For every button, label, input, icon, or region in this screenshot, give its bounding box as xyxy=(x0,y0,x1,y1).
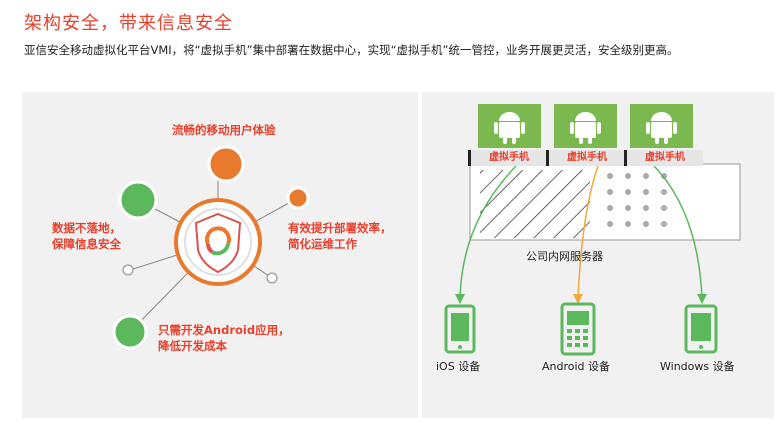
vm-label-2: 虚拟手机 xyxy=(546,150,625,166)
server-dots xyxy=(607,173,667,227)
page-title: 架构安全，带来信息安全 xyxy=(24,13,233,34)
benefit-dev-cost-line1: 只需开发Android应用， xyxy=(158,323,290,337)
benefit-dev-cost-line2: 降低开发成本 xyxy=(158,339,227,353)
benefit-dev-cost: 只需开发Android应用， 降低开发成本 xyxy=(158,322,290,354)
benefit-user-experience: 流畅的移动用户体验 xyxy=(172,123,276,137)
node-right xyxy=(286,186,310,210)
node-bottom xyxy=(112,314,148,350)
windows-device-icon xyxy=(684,304,718,354)
node-left-small xyxy=(122,264,134,276)
benefit-data-security-line2: 保障信息安全 xyxy=(52,237,121,251)
android-icon xyxy=(478,104,541,148)
device-label-windows: Windows 设备 xyxy=(660,360,735,373)
node-left xyxy=(118,180,158,220)
device-label-ios: iOS 设备 xyxy=(436,360,481,373)
android-device-icon xyxy=(560,302,596,356)
android-icon xyxy=(630,104,693,148)
architecture-diagram xyxy=(444,163,741,356)
benefit-data-security: 数据不落地， 保障信息安全 xyxy=(52,220,121,252)
page-description: 亚信安全移动虚拟化平台VMI，将“虚拟手机”集中部署在数据中心，实现“虚拟手机”… xyxy=(24,43,679,57)
benefit-deployment-line1: 有效提升部署效率， xyxy=(288,221,392,235)
benefits-diagram xyxy=(112,145,310,350)
android-icon xyxy=(554,104,617,148)
vm-label-3: 虚拟手机 xyxy=(624,150,703,166)
shield-icon xyxy=(194,212,242,274)
device-label-android: Android 设备 xyxy=(542,360,611,373)
node-top xyxy=(207,145,245,183)
benefits-panel: 流畅的移动用户体验 数据不落地， 保障信息安全 有效提升部署效率， 简化运维工作… xyxy=(22,92,418,418)
vm-label-1: 虚拟手机 xyxy=(468,150,547,166)
benefit-data-security-line1: 数据不落地， xyxy=(52,221,121,235)
architecture-panel: 虚拟手机 虚拟手机 虚拟手机 公司内网服务器 iOS 设备 Android 设备… xyxy=(422,92,774,418)
server-label: 公司内网服务器 xyxy=(526,250,603,263)
benefit-deployment: 有效提升部署效率， 简化运维工作 xyxy=(288,220,392,252)
benefit-deployment-line2: 简化运维工作 xyxy=(288,237,357,251)
ios-device-icon xyxy=(444,304,476,354)
node-right-small xyxy=(266,272,278,284)
